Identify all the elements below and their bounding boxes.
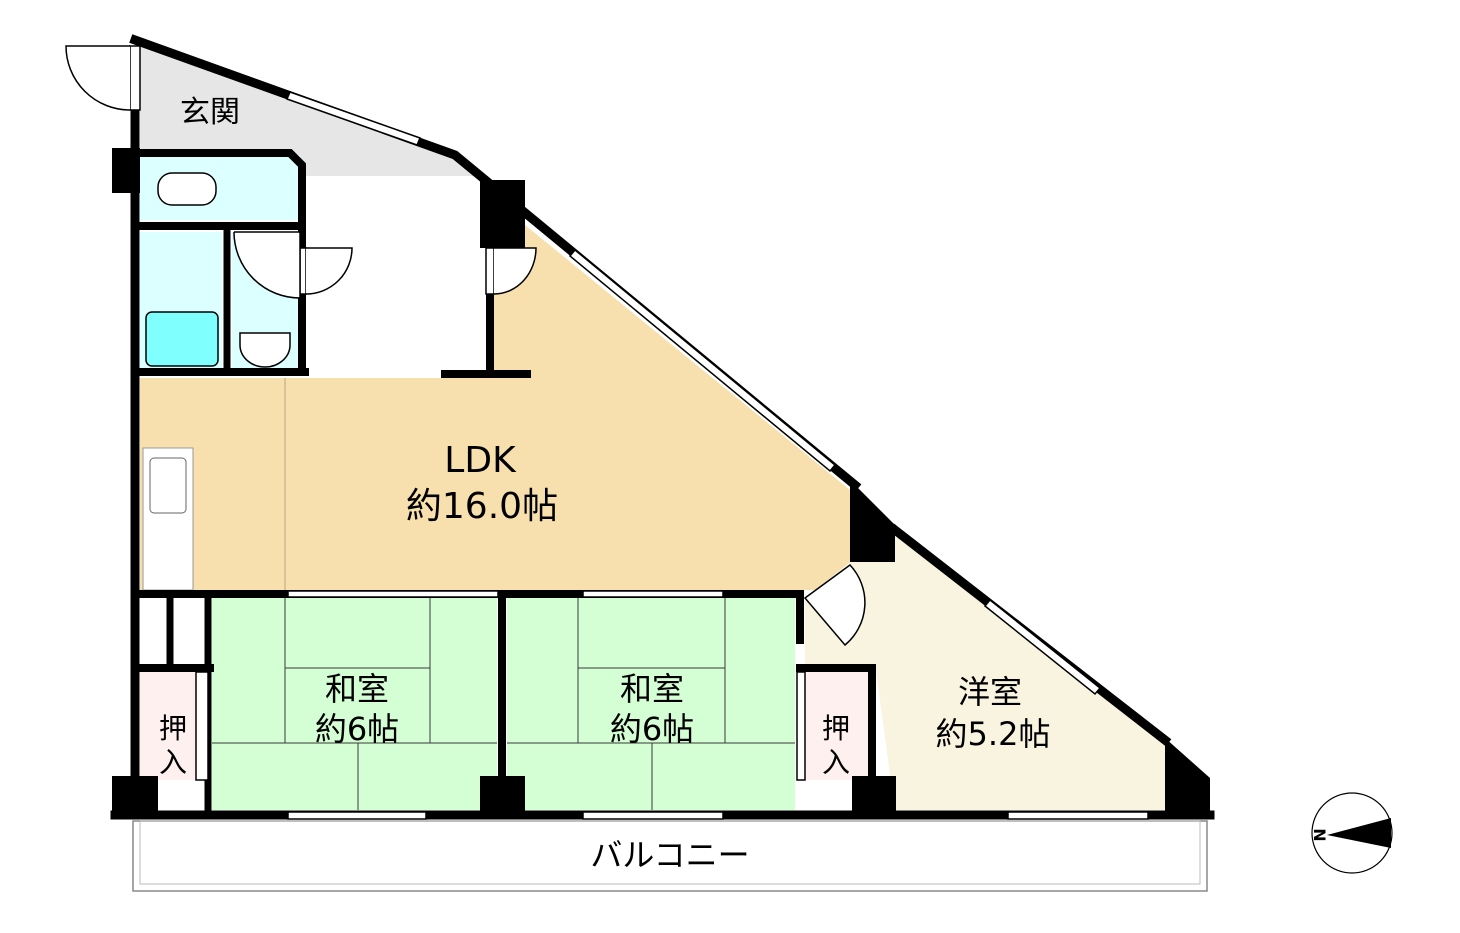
bathtub-icon [145, 311, 219, 367]
genkan-floor [140, 45, 478, 176]
compass-north-label: N [1310, 828, 1329, 841]
tatami-lines [212, 598, 795, 810]
oshiire2-label-top: 押 [822, 712, 850, 745]
washitsu2-size: 約6帖 [610, 710, 694, 748]
washitsu2-floor [507, 598, 795, 810]
oshiire1-label-top: 押 [159, 712, 187, 745]
ldk-floor [140, 225, 850, 590]
sink [149, 457, 187, 514]
balcony-label: バルコニー [590, 836, 749, 874]
youshitsu-floor [805, 530, 1165, 810]
doors[interactable] [65, 45, 866, 781]
windows[interactable] [285, 91, 1149, 820]
washitsu1-label: 和室 [325, 670, 389, 708]
oshiire1-label-bottom: 入 [159, 746, 187, 779]
oshiire2-floor [802, 672, 868, 780]
toilet-icon [157, 172, 217, 206]
washitsu1-size: 約6帖 [315, 710, 399, 748]
ldk-label: LDK [444, 440, 517, 481]
youshitsu-size: 約5.2帖 [936, 715, 1051, 753]
washbasin-icon [239, 332, 291, 368]
youshitsu-label: 洋室 [958, 673, 1022, 711]
pillars [112, 148, 1210, 818]
washitsu2-label: 和室 [620, 670, 684, 708]
compass-icon: N [1310, 792, 1393, 874]
oshiire2-label-bottom: 入 [822, 746, 850, 779]
ldk-size: 約16.0帖 [406, 486, 558, 527]
washitsu1-floor [212, 598, 497, 810]
oshiire1-floor [140, 672, 205, 780]
genkan-label: 玄関 [180, 95, 240, 130]
